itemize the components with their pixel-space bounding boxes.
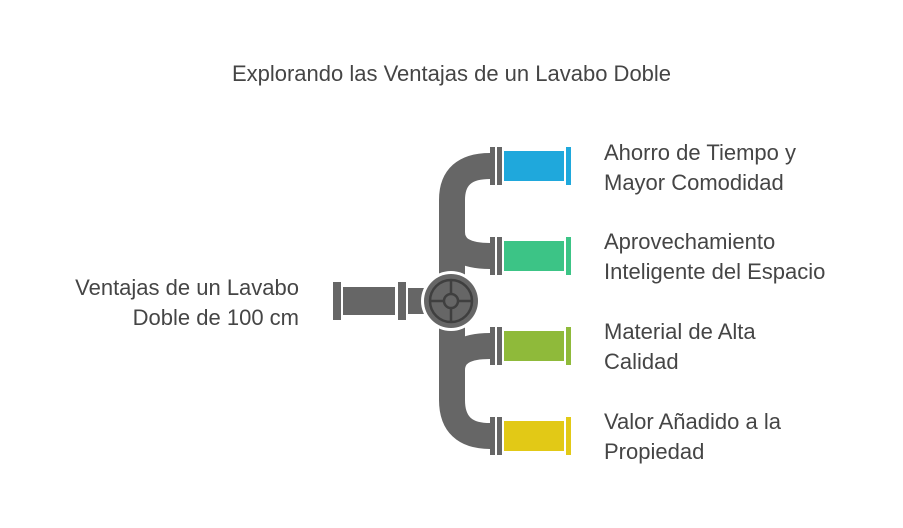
branch-4-line1: Valor Añadido a la (604, 409, 781, 434)
branch-3-line1: Material de Alta (604, 319, 756, 344)
branch-label-4: Valor Añadido a la Propiedad (604, 407, 894, 467)
branch-2-flange-inner (497, 237, 502, 275)
branch-2-line2: Inteligente del Espacio (604, 259, 826, 284)
branch-2-colored-segment (504, 241, 564, 271)
branch-4-flange-right (566, 417, 571, 455)
branch-4-flange-inner (497, 417, 502, 455)
branch-3-line2: Calidad (604, 349, 679, 374)
inlet-pipe (333, 282, 426, 320)
branch-3-flange-inner (497, 327, 502, 365)
center-topic-label: Ventajas de un Lavabo Doble de 100 cm (19, 273, 299, 333)
branch-1-flange-inner (497, 147, 502, 185)
branch-2-line1: Aprovechamiento (604, 229, 776, 254)
branch-4-flange-left (490, 417, 495, 455)
branch-label-3: Material de Alta Calidad (604, 317, 894, 377)
diagram-title: Explorando las Ventajas de un Lavabo Dob… (231, 61, 672, 86)
branch-3-flange-left (490, 327, 495, 365)
branch-pipes (490, 147, 571, 455)
valve-wheel-icon (421, 271, 481, 331)
branch-4-colored-segment (504, 421, 564, 451)
branch-3-colored-segment (504, 331, 564, 361)
branch-1-colored-segment (504, 151, 564, 181)
branch-2-flange-right (566, 237, 571, 275)
connector-pipe-2 (439, 230, 491, 269)
branch-3-flange-right (566, 327, 571, 365)
branch-2-flange-left (490, 237, 495, 275)
branch-4-line2: Propiedad (604, 439, 705, 464)
branch-1-flange-left (490, 147, 495, 185)
branch-1-flange-right (566, 147, 571, 185)
connector-pipe-3 (439, 333, 491, 372)
branch-label-2: Aprovechamiento Inteligente del Espacio (604, 227, 894, 287)
branch-1-line2: Mayor Comodidad (604, 170, 784, 195)
center-topic-line2: Doble de 100 cm (132, 305, 299, 330)
center-topic-line1: Ventajas de un Lavabo (75, 275, 299, 300)
branch-1-line1: Ahorro de Tiempo y (604, 140, 796, 165)
branch-label-1: Ahorro de Tiempo y Mayor Comodidad (604, 138, 894, 198)
